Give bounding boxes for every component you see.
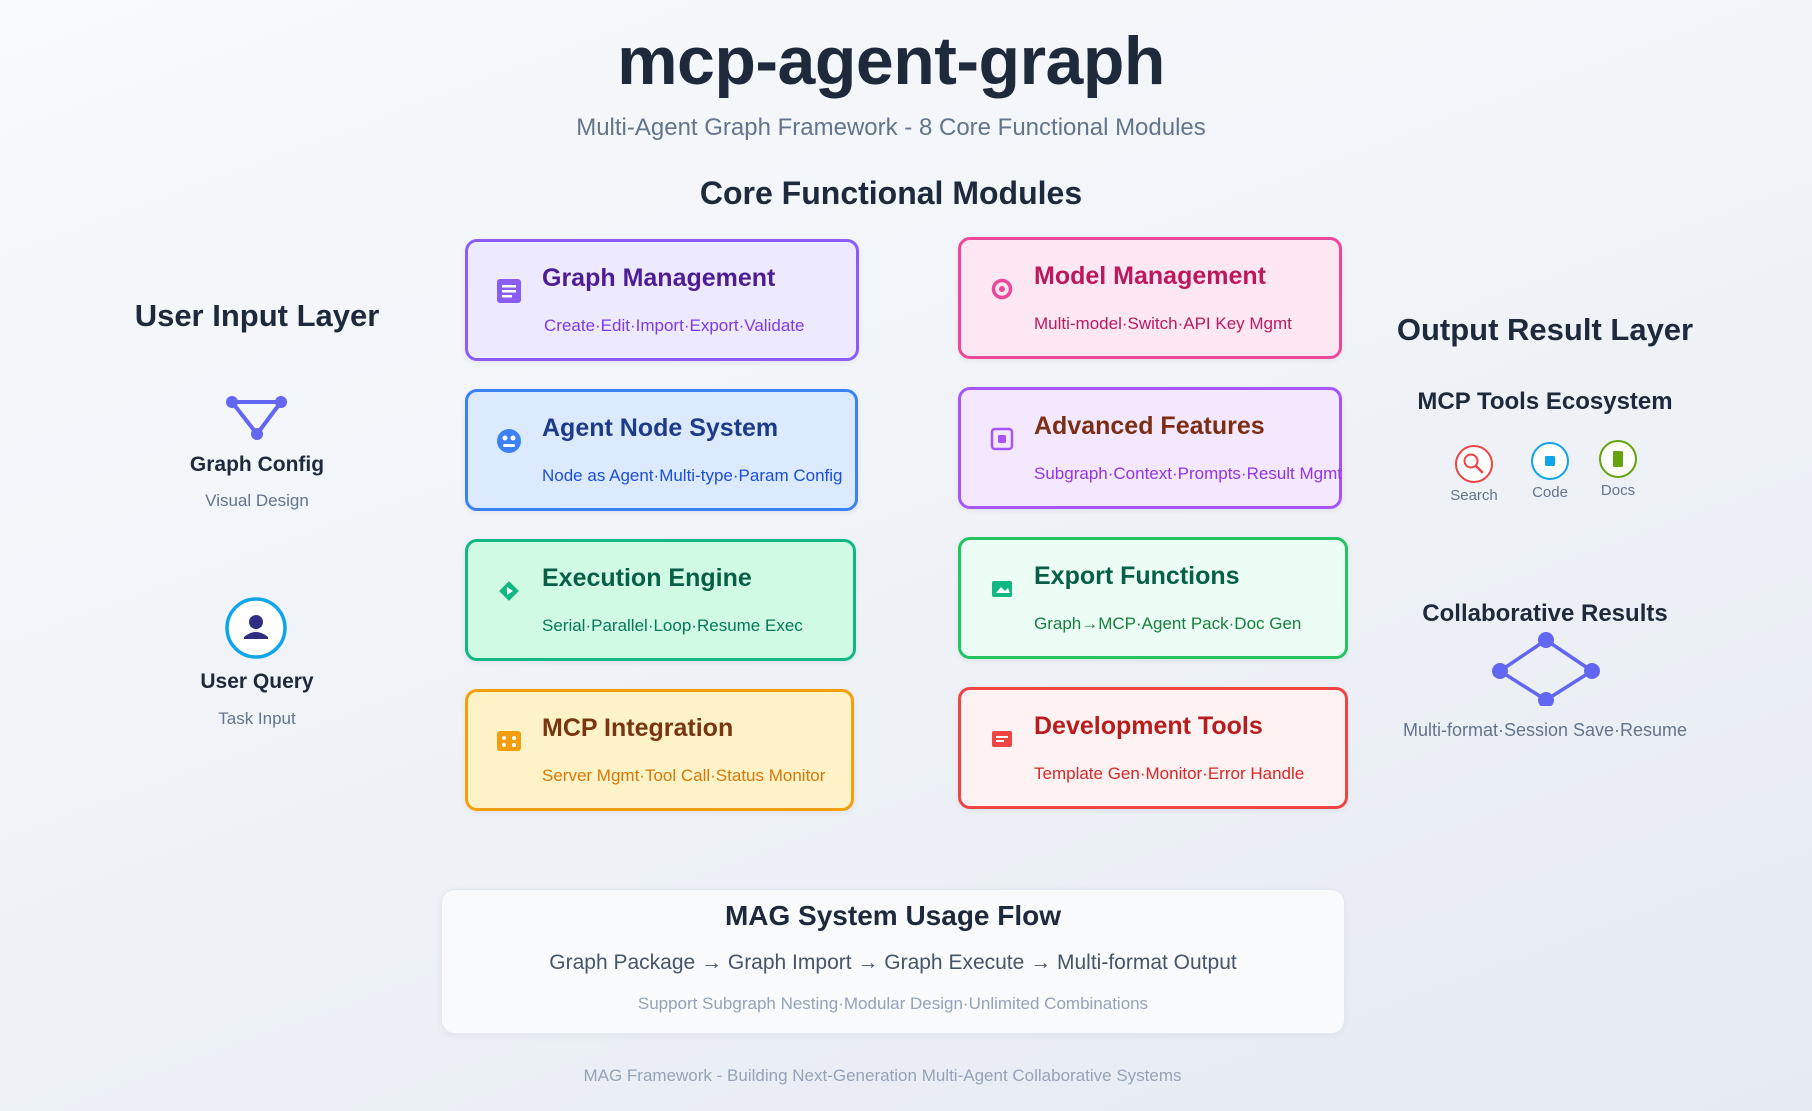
footer-text: MAG Framework - Building Next-Generation… (583, 1066, 1182, 1085)
collaborative-results-subtitle: Multi-format·Session Save·Resume (1402, 720, 1688, 740)
module-export-functions[interactable]: Export Functions Graph→MCP·Agent Pack·Do… (958, 537, 1348, 659)
square-dot-icon (990, 427, 1014, 451)
tool-label-search: Search (1450, 487, 1498, 504)
graph-config-title: Graph Config (189, 453, 325, 476)
module-title: Execution Engine (542, 564, 752, 592)
diamond-network-icon (1492, 632, 1600, 706)
module-mcp-integration[interactable]: MCP Integration Server Mgmt·Tool Call·St… (465, 689, 854, 811)
target-icon (991, 278, 1013, 300)
triangle-graph-icon (226, 396, 287, 440)
page-subtitle: Multi-Agent Graph Framework - 8 Core Fun… (576, 114, 1206, 141)
module-execution-engine[interactable]: Execution Engine Serial·Parallel·Loop·Re… (465, 539, 856, 661)
module-title: MCP Integration (542, 714, 734, 742)
module-development-tools[interactable]: Development Tools Template Gen·Monitor·E… (958, 687, 1348, 809)
module-title: Development Tools (1034, 712, 1263, 740)
module-description: Graph→MCP·Agent Pack·Doc Gen (1034, 614, 1302, 633)
document-icon (497, 279, 521, 303)
module-description: Multi-model·Switch·API Key Mgmt (1034, 314, 1292, 333)
graph-config-subtitle: Visual Design (205, 491, 309, 510)
module-title: Model Management (1034, 262, 1266, 290)
user-query-title: User Query (200, 670, 314, 693)
tool-label-code: Code (1532, 484, 1568, 501)
image-icon (992, 581, 1012, 597)
section-title: Core Functional Modules (699, 175, 1083, 211)
server-icon (497, 731, 521, 751)
module-title: Agent Node System (542, 414, 779, 442)
module-title: Export Functions (1034, 562, 1240, 590)
search-icon[interactable] (1454, 444, 1494, 484)
module-advanced-features[interactable]: Advanced Features Subgraph·Context·Promp… (958, 387, 1342, 509)
usage-flow-note: Support Subgraph Nesting·Modular Design·… (637, 994, 1149, 1013)
input-layer-title: User Input Layer (134, 298, 380, 333)
module-title: Graph Management (542, 264, 776, 292)
usage-flow-panel: MAG System Usage Flow Graph Package → Gr… (441, 889, 1345, 1034)
card-icon (992, 731, 1012, 747)
robot-face-icon (497, 429, 521, 453)
module-description: Serial·Parallel·Loop·Resume Exec (542, 616, 803, 635)
code-icon[interactable] (1530, 441, 1570, 481)
usage-flow-title: MAG System Usage Flow (724, 900, 1062, 931)
module-description: Create·Edit·Import·Export·Validate (544, 316, 805, 335)
docs-icon[interactable] (1598, 439, 1638, 479)
module-description: Template Gen·Monitor·Error Handle (1034, 764, 1305, 783)
module-description: Node as Agent·Multi-type·Param Config (542, 466, 843, 485)
user-icon (225, 597, 287, 659)
diamond-play-icon (499, 581, 519, 601)
tool-label-docs: Docs (1600, 482, 1636, 499)
module-agent-node-system[interactable]: Agent Node System Node as Agent·Multi-ty… (465, 389, 858, 511)
user-query-subtitle: Task Input (218, 709, 296, 728)
module-description: Server Mgmt·Tool Call·Status Monitor (542, 766, 826, 785)
mcp-tools-title: MCP Tools Ecosystem (1417, 388, 1673, 415)
usage-flow-steps: Graph Package → Graph Import → Graph Exe… (549, 951, 1237, 974)
collaborative-results-title: Collaborative Results (1422, 600, 1668, 627)
output-layer-title: Output Result Layer (1396, 312, 1694, 347)
module-title: Advanced Features (1034, 412, 1265, 440)
module-model-management[interactable]: Model Management Multi-model·Switch·API … (958, 237, 1342, 359)
module-graph-management[interactable]: Graph Management Create·Edit·Import·Expo… (465, 239, 859, 361)
module-description: Subgraph·Context·Prompts·Result Mgmt (1034, 464, 1343, 483)
page-title: mcp-agent-graph (617, 23, 1165, 99)
